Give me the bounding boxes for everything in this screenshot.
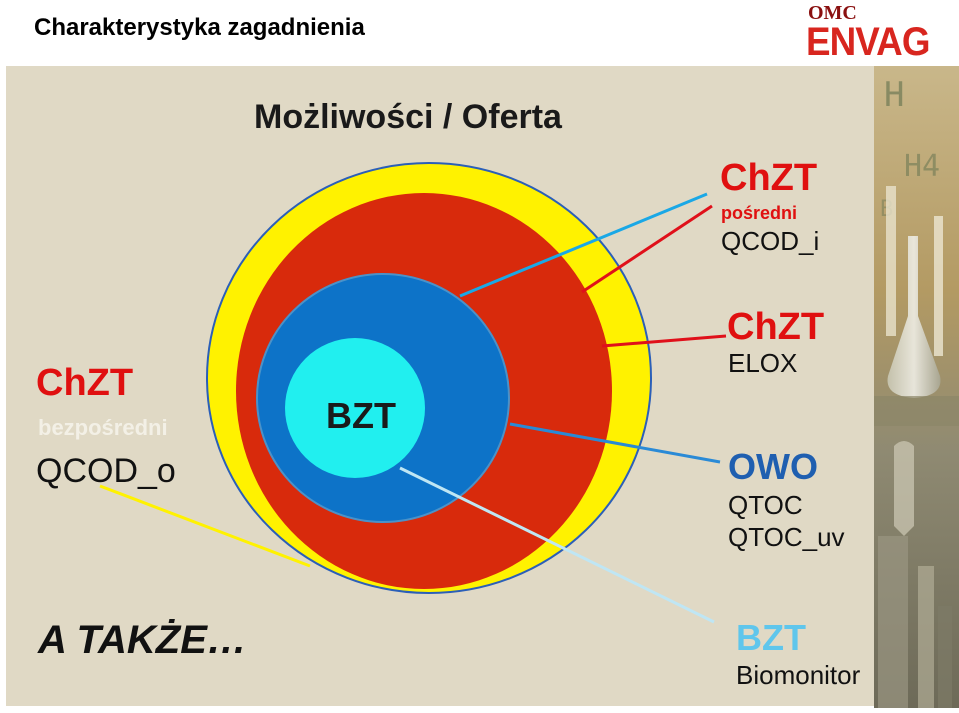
bottom-right-code: Biomonitor [736, 660, 860, 691]
mid-right-code: ELOX [728, 348, 797, 379]
left-heading: ChZT [36, 362, 133, 405]
top-right-sub: pośredni [721, 203, 797, 224]
left-sub: bezpośredni [38, 415, 168, 441]
top-right-heading: ChZT [720, 157, 817, 200]
bottom-right-heading: BZT [736, 617, 806, 659]
top-right-code: QCOD_i [721, 226, 819, 257]
diagram-title: Możliwości / Oferta [254, 98, 562, 137]
owo-heading: OWO [728, 446, 818, 488]
owo-code-2: QTOC_uv [728, 522, 845, 553]
owo-code-1: QTOC [728, 490, 803, 521]
center-label: BZT [326, 395, 396, 437]
left-code: QCOD_o [36, 452, 176, 491]
mid-right-heading: ChZT [727, 306, 824, 349]
also-label: A TAKŻE… [38, 618, 247, 663]
